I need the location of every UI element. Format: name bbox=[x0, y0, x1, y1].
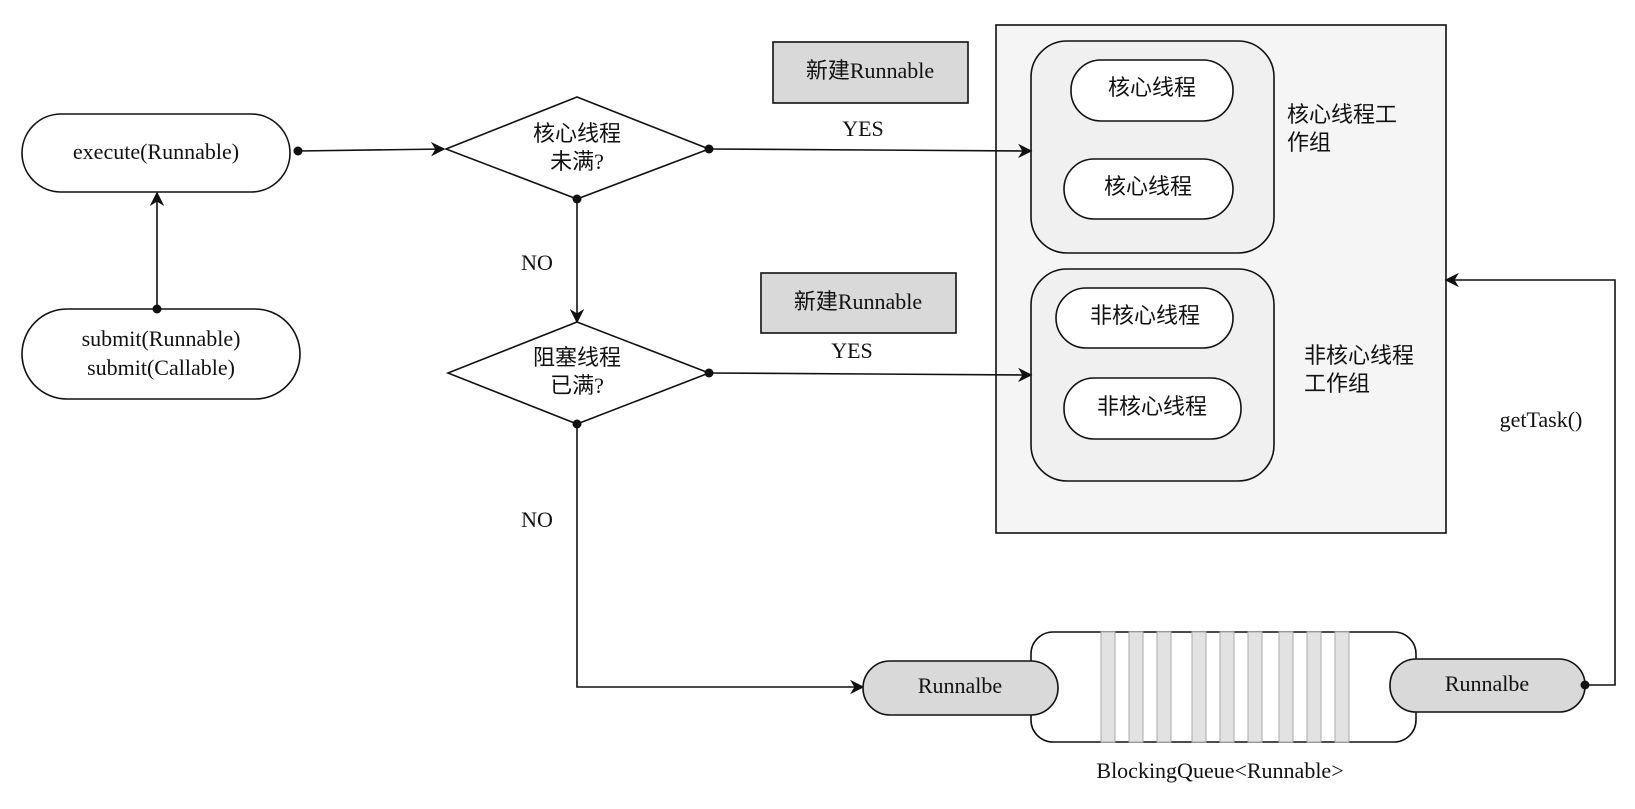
new-runnable-box-mid bbox=[760, 272, 957, 334]
edge-block-check-yes bbox=[708, 367, 1033, 383]
core-thread-node-1 bbox=[1070, 59, 1234, 122]
submit-runnable-label: submit(Runnable) bbox=[82, 326, 241, 351]
queue-slot bbox=[1334, 631, 1350, 743]
new-runnable-box-top bbox=[772, 41, 969, 104]
core-thread-label-2: 核心线程 bbox=[1104, 174, 1192, 199]
queue-slot bbox=[1219, 631, 1235, 743]
edge-dot-block-no bbox=[572, 419, 582, 429]
noncore-group-label-line1: 非核心线程 bbox=[1304, 343, 1414, 368]
noncore-thread-label-1: 非核心线程 bbox=[1090, 303, 1200, 328]
queue-slot bbox=[1306, 631, 1322, 743]
runnable-in-label: Runnalbe bbox=[918, 673, 1002, 698]
noncore-group-label-line2: 工作组 bbox=[1304, 371, 1370, 396]
core-group-label-line1: 核心线程工 bbox=[1287, 102, 1397, 127]
core-thread-node-2 bbox=[1063, 158, 1234, 220]
runnable-out-label: Runnalbe bbox=[1445, 671, 1529, 696]
queue-slot bbox=[1156, 631, 1172, 743]
queue-slot bbox=[1191, 631, 1207, 743]
noncore-thread-node-2 bbox=[1063, 377, 1242, 440]
edge-get-task bbox=[1444, 272, 1616, 686]
noncore-thread-node-1 bbox=[1055, 287, 1234, 349]
edge-dot-core-yes bbox=[704, 144, 714, 154]
submit-callable-label: submit(Callable) bbox=[87, 355, 235, 380]
edge-execute-to-core-check bbox=[297, 141, 446, 157]
queue-slot bbox=[1128, 631, 1144, 743]
core-check-line2: 未满? bbox=[550, 149, 604, 174]
edge-dot-block-yes bbox=[704, 368, 714, 378]
edge-label-yes-top: YES bbox=[842, 116, 884, 141]
new-runnable-label-top: 新建Runnable bbox=[806, 58, 934, 83]
edge-core-check-yes bbox=[708, 143, 1033, 159]
edge-label-no-bottom: NO bbox=[521, 507, 553, 532]
submit-node bbox=[21, 308, 301, 400]
runnable-in-node bbox=[862, 660, 1059, 716]
noncore-thread-label-2: 非核心线程 bbox=[1097, 394, 1207, 419]
queue-slot bbox=[1278, 631, 1294, 743]
core-check-line1: 核心线程 bbox=[533, 121, 621, 146]
edge-dot-execute bbox=[293, 146, 303, 156]
execute-label: execute(Runnable) bbox=[73, 139, 239, 164]
block-check-line2: 已满? bbox=[550, 373, 604, 398]
edge-block-check-no bbox=[576, 424, 865, 695]
block-check-line1: 阻塞线程 bbox=[533, 345, 621, 370]
core-group-label-line2: 作组 bbox=[1287, 130, 1331, 155]
edge-dot-get-task bbox=[1580, 680, 1590, 690]
core-thread-label-1: 核心线程 bbox=[1108, 75, 1196, 100]
edge-label-yes-mid: YES bbox=[831, 338, 873, 363]
edge-dot-submit bbox=[152, 304, 162, 314]
blocking-queue-label: BlockingQueue<Runnable> bbox=[1096, 758, 1343, 783]
queue-slot bbox=[1247, 631, 1263, 743]
edge-label-no-top: NO bbox=[521, 250, 553, 275]
queue-slots bbox=[1100, 631, 1350, 743]
edge-label-get-task: getTask() bbox=[1500, 407, 1583, 432]
queue-slot bbox=[1100, 631, 1116, 743]
core-check-decision bbox=[443, 96, 712, 200]
edge-dot-core-no bbox=[572, 194, 582, 204]
new-runnable-label-mid: 新建Runnable bbox=[794, 289, 922, 314]
